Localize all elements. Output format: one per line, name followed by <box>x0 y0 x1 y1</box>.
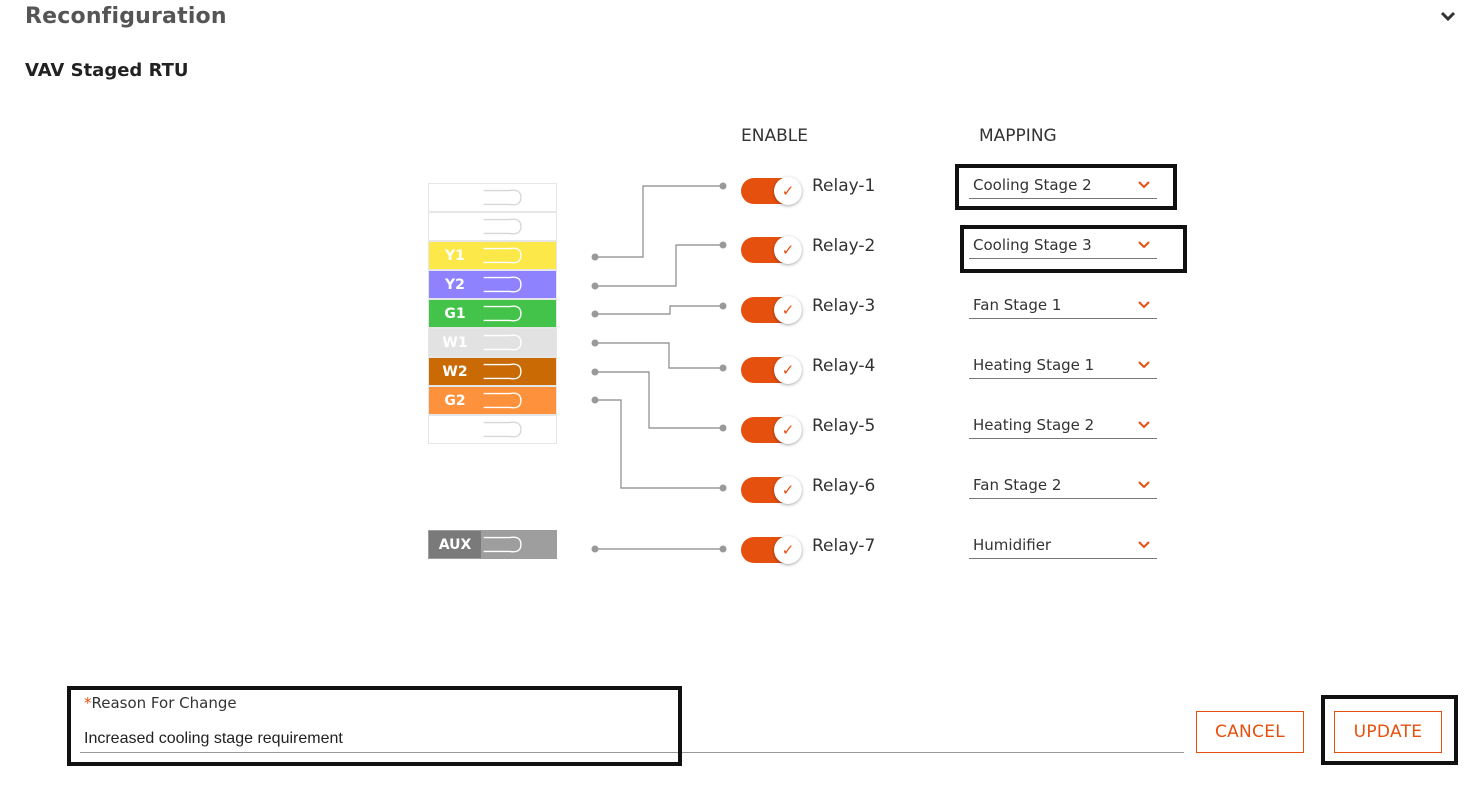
plug-icon <box>483 536 522 553</box>
terminal-g2: G2 <box>428 386 557 415</box>
wire-g2-relay6 <box>595 399 723 489</box>
plug-icon <box>483 392 522 409</box>
relay-4-toggle[interactable]: ✓ <box>741 356 802 384</box>
page-title: Reconfiguration <box>25 4 227 29</box>
highlight-box-update <box>1321 695 1458 765</box>
terminal-label: AUX <box>429 531 481 558</box>
selected-value: Fan Stage 1 <box>973 296 1062 314</box>
relay-6-mapping-select[interactable]: Fan Stage 2 <box>969 474 1157 499</box>
plug-icon <box>483 334 522 351</box>
cancel-button[interactable]: CANCEL <box>1196 711 1304 753</box>
plug-icon <box>483 247 522 264</box>
terminal-y1: Y1 <box>428 241 557 270</box>
terminal-blank <box>428 212 557 241</box>
terminal-label: G2 <box>444 392 466 409</box>
plug-icon <box>483 305 522 322</box>
relay-5-mapping-select[interactable]: Heating Stage 2 <box>969 414 1157 439</box>
selected-value: Cooling Stage 3 <box>973 236 1092 254</box>
terminal-label: W1 <box>442 334 468 351</box>
chevron-down-icon <box>1138 481 1150 489</box>
chevron-down-icon <box>1138 361 1150 369</box>
enable-column-header: ENABLE <box>741 126 808 146</box>
relay-6-label: Relay-6 <box>812 476 876 496</box>
plug-icon <box>483 421 522 438</box>
terminal-blank <box>428 415 557 444</box>
required-marker: * <box>84 694 92 712</box>
selected-value: Humidifier <box>973 536 1052 554</box>
selected-value: Cooling Stage 2 <box>973 176 1092 194</box>
selected-value: Heating Stage 1 <box>973 356 1095 374</box>
update-button[interactable]: UPDATE <box>1334 711 1442 753</box>
relay-2-label: Relay-2 <box>812 236 876 256</box>
relay-5-toggle[interactable]: ✓ <box>741 416 802 444</box>
terminal-label: G1 <box>444 305 466 322</box>
terminal-w2: W2 <box>428 357 557 386</box>
relay-1-mapping-select[interactable]: Cooling Stage 2 <box>969 174 1157 199</box>
relay-3-toggle[interactable]: ✓ <box>741 296 802 324</box>
plug-icon <box>483 276 522 293</box>
check-icon: ✓ <box>774 476 802 504</box>
relay-6-toggle[interactable]: ✓ <box>741 476 802 504</box>
reason-for-change-input[interactable] <box>80 726 1184 753</box>
chevron-down-icon[interactable] <box>1436 6 1460 26</box>
reason-field-label: *Reason For Change <box>84 694 237 712</box>
relay-3-label: Relay-3 <box>812 296 876 316</box>
check-icon: ✓ <box>774 236 802 264</box>
wire-y1-relay1 <box>595 185 723 258</box>
relay-7-toggle[interactable]: ✓ <box>741 536 802 564</box>
chevron-down-icon <box>1138 241 1150 249</box>
wire-y2-relay2 <box>595 244 723 287</box>
terminal-label: Y2 <box>445 276 465 293</box>
terminal-g1: G1 <box>428 299 557 328</box>
relay-2-toggle[interactable]: ✓ <box>741 236 802 264</box>
check-icon: ✓ <box>774 416 802 444</box>
highlight-box-relay-2-mapping <box>960 225 1187 273</box>
plug-icon <box>483 218 522 235</box>
wire-w1-relay4 <box>595 342 723 369</box>
reason-label-text: Reason For Change <box>91 694 237 712</box>
terminal-label: Y1 <box>445 247 465 264</box>
mapping-column-header: MAPPING <box>979 126 1057 146</box>
chevron-down-icon <box>1138 301 1150 309</box>
relay-5-label: Relay-5 <box>812 416 876 436</box>
chevron-down-icon <box>1138 181 1150 189</box>
terminal-w1: W1 <box>428 328 557 357</box>
selected-value: Fan Stage 2 <box>973 476 1062 494</box>
check-icon: ✓ <box>774 536 802 564</box>
chevron-down-icon <box>1138 421 1150 429</box>
highlight-box-reason <box>67 686 682 766</box>
relay-4-mapping-select[interactable]: Heating Stage 1 <box>969 354 1157 379</box>
wire-w2-relay5 <box>595 371 723 429</box>
relay-1-label: Relay-1 <box>812 176 876 196</box>
check-icon: ✓ <box>774 356 802 384</box>
relay-1-toggle[interactable]: ✓ <box>741 177 802 205</box>
relay-7-label: Relay-7 <box>812 536 876 556</box>
terminal-aux: AUX <box>428 530 557 559</box>
relay-3-mapping-select[interactable]: Fan Stage 1 <box>969 294 1157 319</box>
highlight-box-relay-1-mapping <box>955 164 1177 210</box>
check-icon: ✓ <box>774 296 802 324</box>
section-subtitle: VAV Staged RTU <box>25 60 189 81</box>
plug-icon <box>483 189 522 206</box>
terminal-blank <box>428 183 557 212</box>
selected-value: Heating Stage 2 <box>973 416 1095 434</box>
check-icon: ✓ <box>774 177 802 205</box>
chevron-down-icon <box>1138 541 1150 549</box>
relay-7-mapping-select[interactable]: Humidifier <box>969 534 1157 559</box>
relay-4-label: Relay-4 <box>812 356 876 376</box>
terminal-label: W2 <box>442 363 468 380</box>
relay-2-mapping-select[interactable]: Cooling Stage 3 <box>969 234 1157 259</box>
terminal-y2: Y2 <box>428 270 557 299</box>
wire-g1-relay3 <box>595 305 723 315</box>
plug-icon <box>483 363 522 380</box>
